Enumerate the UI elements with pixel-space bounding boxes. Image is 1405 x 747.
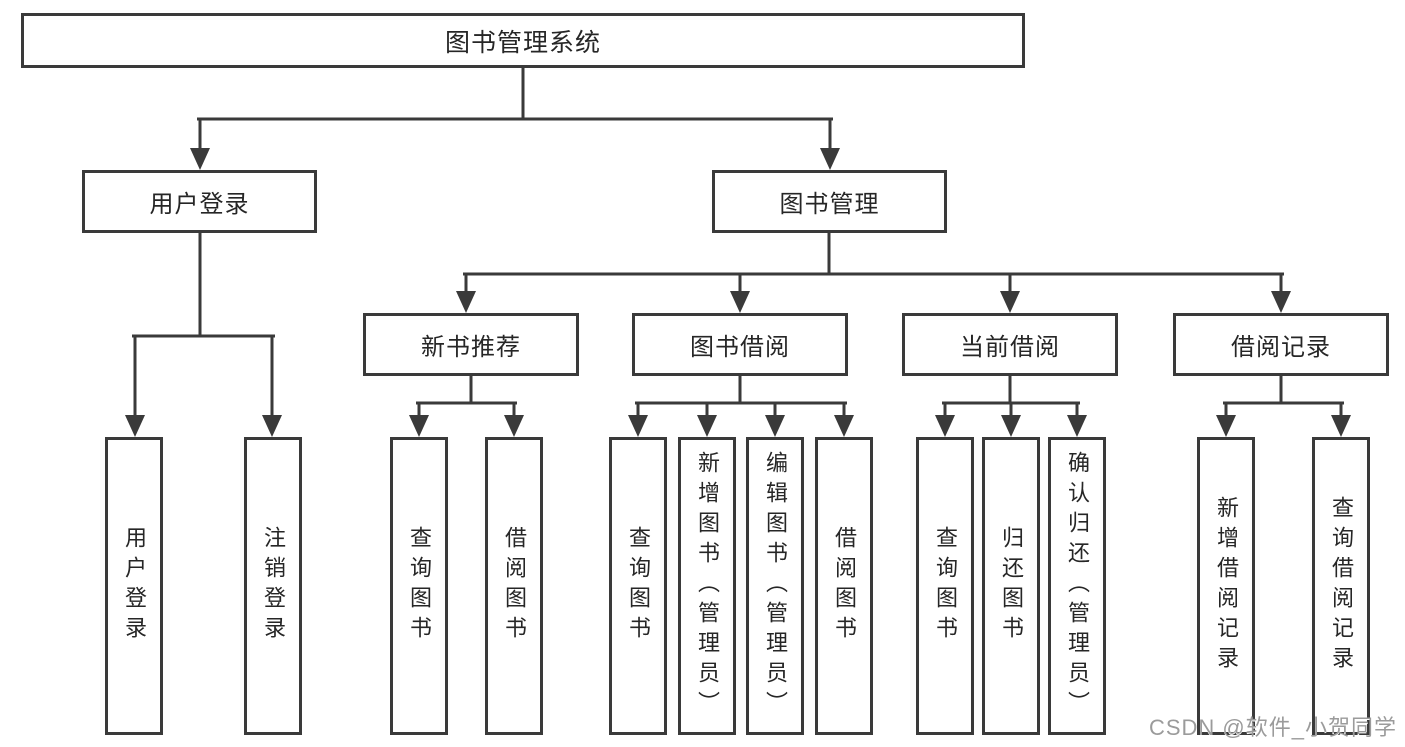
node-library-management-system: 图书管理系统: [21, 13, 1025, 68]
leaf-logout: 注销登录: [244, 437, 302, 735]
leaf-br-add-record-label: 新增借阅记录: [1214, 496, 1239, 676]
leaf-bb-borrow-book: 借阅图书: [815, 437, 873, 735]
leaf-bb-query-book-label: 查询图书: [626, 526, 651, 646]
leaf-user-login-label: 用户登录: [122, 526, 147, 646]
leaf-nbr-query-book-label: 查询图书: [407, 526, 432, 646]
node-current-borrowing: 当前借阅: [902, 313, 1118, 376]
leaf-cb-query-book: 查询图书: [916, 437, 974, 735]
leaf-cb-confirm-return-admin-label: 确认归还（管理员）: [1065, 451, 1090, 721]
leaf-bb-borrow-book-label: 借阅图书: [832, 526, 857, 646]
leaf-cb-query-book-label: 查询图书: [933, 526, 958, 646]
leaf-bb-add-book-admin: 新增图书（管理员）: [678, 437, 736, 735]
node-borrowing-records: 借阅记录: [1173, 313, 1389, 376]
node-book-management: 图书管理: [712, 170, 947, 233]
leaf-br-query-record-label: 查询借阅记录: [1329, 496, 1354, 676]
leaf-nbr-borrow-book: 借阅图书: [485, 437, 543, 735]
leaf-bb-query-book: 查询图书: [609, 437, 667, 735]
leaf-cb-return-book-label: 归还图书: [999, 526, 1024, 646]
leaf-user-login: 用户登录: [105, 437, 163, 735]
leaf-nbr-borrow-book-label: 借阅图书: [502, 526, 527, 646]
leaf-cb-return-book: 归还图书: [982, 437, 1040, 735]
leaf-bb-edit-book-admin: 编辑图书（管理员）: [746, 437, 804, 735]
leaf-br-add-record: 新增借阅记录: [1197, 437, 1255, 735]
leaf-bb-add-book-admin-label: 新增图书（管理员）: [695, 451, 720, 721]
leaf-logout-label: 注销登录: [261, 526, 286, 646]
node-new-book-recommendation: 新书推荐: [363, 313, 579, 376]
leaf-br-query-record: 查询借阅记录: [1312, 437, 1370, 735]
node-user-login: 用户登录: [82, 170, 317, 233]
csdn-watermark: CSDN @软件_小贺同学: [1148, 715, 1397, 740]
leaf-cb-confirm-return-admin: 确认归还（管理员）: [1048, 437, 1106, 735]
node-book-borrowing: 图书借阅: [632, 313, 848, 376]
leaf-nbr-query-book: 查询图书: [390, 437, 448, 735]
leaf-bb-edit-book-admin-label: 编辑图书（管理员）: [763, 451, 788, 721]
